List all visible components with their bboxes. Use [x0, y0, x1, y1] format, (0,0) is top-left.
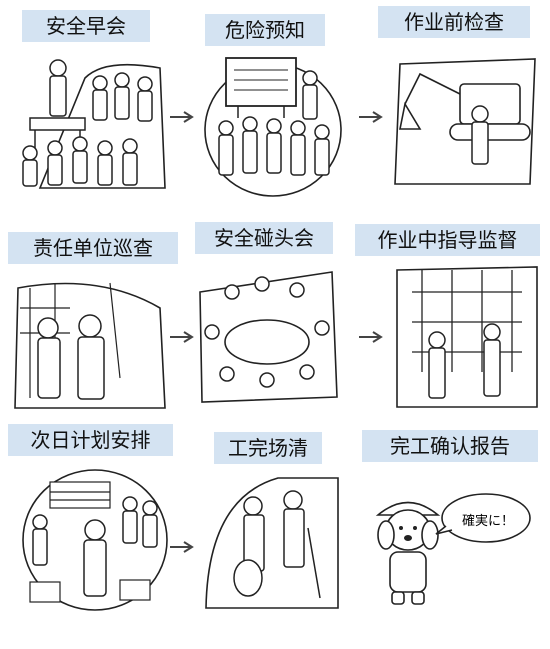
illustration-next-day-plan	[10, 462, 170, 612]
step-label-site-cleanup: 工完场清	[214, 432, 322, 464]
arrow-right-icon	[170, 111, 194, 123]
illustration-supervision	[392, 262, 542, 412]
illustration-pre-work-check	[390, 44, 540, 194]
arrow-right-icon	[359, 111, 383, 123]
step-label-safety-huddle: 安全碰头会	[195, 222, 333, 254]
step-label-morning-meeting: 安全早会	[22, 10, 150, 42]
illustration-safety-huddle	[192, 262, 342, 412]
illustration-morning-meeting	[10, 48, 170, 198]
excavator-icon	[399, 72, 531, 141]
illustration-completion-report	[368, 470, 538, 610]
step-label-next-day-plan: 次日计划安排	[8, 424, 173, 456]
step-label-pre-work-check: 作业前检查	[378, 6, 530, 38]
dog-mascot-icon	[375, 501, 441, 605]
illustration-unit-patrol	[10, 268, 170, 418]
step-label-unit-patrol: 责任单位巡查	[8, 232, 178, 264]
step-label-supervision: 作业中指导监督	[355, 224, 540, 256]
step-label-completion-report: 完工确认报告	[362, 430, 538, 462]
step-label-hazard-prediction: 危险预知	[205, 14, 325, 46]
speech-bubble-text: 確実に！	[461, 514, 514, 529]
arrow-right-icon	[170, 541, 194, 553]
arrow-right-icon	[170, 331, 194, 343]
arrow-right-icon	[359, 331, 383, 343]
illustration-site-cleanup	[198, 468, 348, 618]
illustration-hazard-prediction	[198, 48, 348, 198]
